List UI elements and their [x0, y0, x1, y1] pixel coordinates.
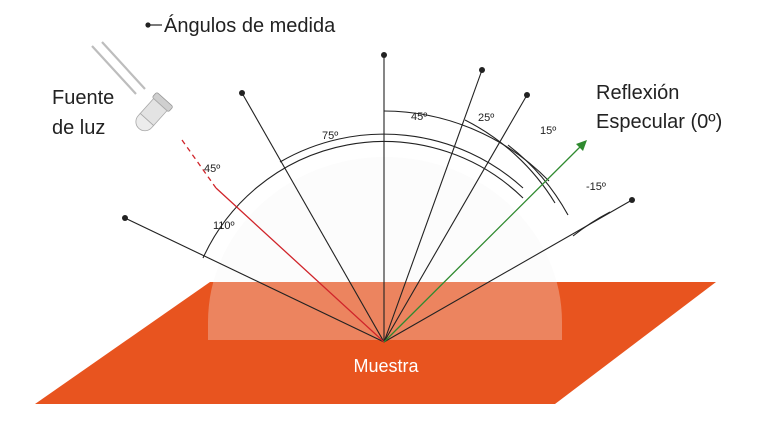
angle-arcs [202, 110, 611, 259]
incident-ray-dashed [181, 139, 217, 189]
specular-label-line1: Reflexión [596, 82, 679, 104]
specular-arrow-head [576, 140, 587, 151]
light-source-label-line2: de luz [52, 117, 105, 139]
ray-25 [383, 69, 483, 343]
ray-75 [241, 92, 385, 343]
ray-110 [124, 217, 385, 343]
light-source-label-line1: Fuente [52, 87, 114, 109]
dot-icon [629, 197, 635, 203]
specular-ray [383, 141, 586, 343]
measurement-rays [124, 55, 633, 343]
angle-label-75: 75º [322, 130, 338, 142]
ray-15 [383, 94, 528, 343]
arc-minus-15 [572, 211, 611, 237]
incident-angle-label: 45º [204, 163, 220, 175]
dot-icon [239, 90, 245, 96]
diagram-title: Ángulos de medida [164, 14, 336, 37]
measurement-dome [208, 157, 562, 340]
angle-label-minus-15: -15º [586, 181, 606, 193]
angle-label-110: 110º [213, 220, 235, 232]
angle-label-15: 15º [540, 125, 556, 137]
specular-label-line2: Especular (0º) [596, 111, 722, 133]
angle-label-45: 45º [411, 111, 427, 123]
led-lead-left [91, 45, 137, 95]
arc-45 [383, 110, 550, 182]
arc-25 [464, 119, 556, 204]
dot-icon [381, 52, 387, 58]
angle-label-25: 25º [478, 112, 494, 124]
led-icon [91, 41, 173, 132]
dot-icon [122, 215, 128, 221]
arc-75 [279, 133, 524, 189]
led-lead-right [101, 41, 146, 90]
incident-ray [215, 187, 385, 343]
ray-end-dots [122, 52, 635, 221]
dot-icon [524, 92, 530, 98]
sample-plane [35, 282, 716, 404]
sample-label: Muestra [353, 356, 419, 376]
arc-15 [507, 144, 569, 216]
dot-icon [479, 67, 485, 73]
led-dome [135, 112, 155, 132]
arc-110 [202, 140, 524, 259]
